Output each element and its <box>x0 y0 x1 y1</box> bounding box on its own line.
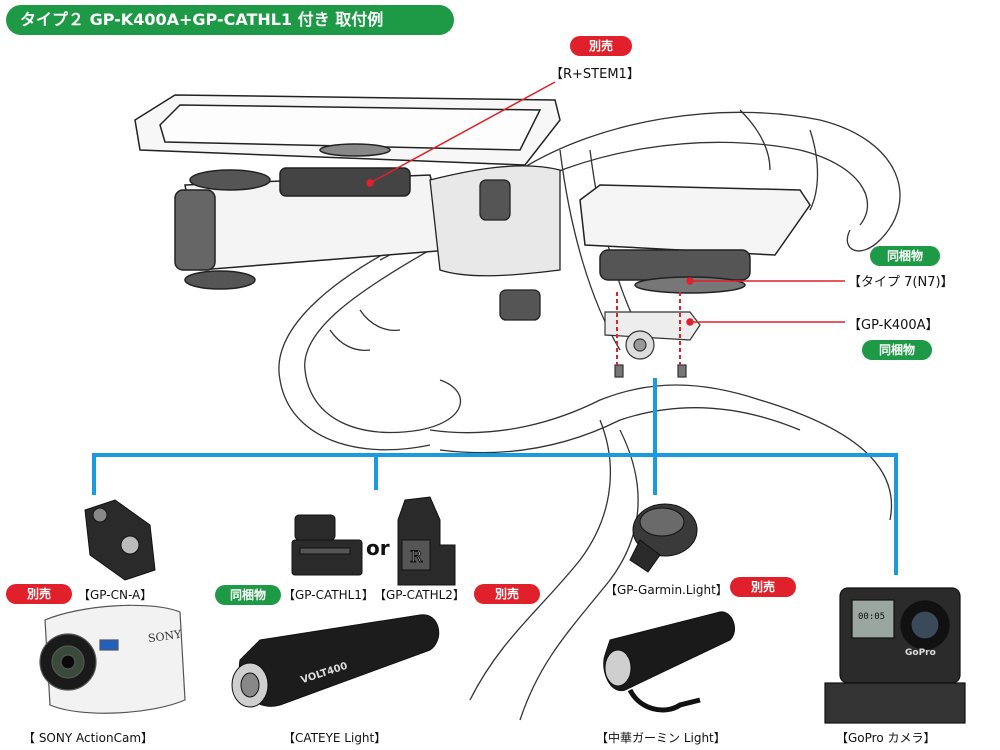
included-badge-k400a: 同梱物 <box>862 340 932 360</box>
cn-a-part <box>84 499 156 581</box>
separate-badge-cathl2: 別売 <box>474 584 540 604</box>
cathl1-part <box>291 514 363 576</box>
sony-actioncam <box>39 604 186 714</box>
bar-clamp-drawing <box>429 165 561 321</box>
stem-drawing <box>174 169 451 290</box>
separate-badge-stem: 別売 <box>570 36 632 56</box>
gopro-screen-text: 00:05 <box>858 612 886 622</box>
type7-label: 【タイプ 7(N7)】 <box>848 275 954 290</box>
k400a-label: 【GP-K400A】 <box>848 318 939 333</box>
separate-badge-garmin-light: 別売 <box>730 577 796 597</box>
included-badge-type7: 同梱物 <box>870 246 940 266</box>
chuka-light <box>603 611 735 713</box>
garmin-light-label: 【GP-Garmin.Light】 <box>605 583 728 597</box>
included-badge-cathl1: 同梱物 <box>215 585 281 605</box>
connector-tree <box>92 378 898 575</box>
leader-lines <box>366 81 845 326</box>
screw-guides <box>616 292 681 365</box>
sony-label: 【 SONY ActionCam】 <box>23 731 154 745</box>
gopro-camera <box>824 587 966 724</box>
cathl2-label: 【GP-CATHL2】 <box>374 588 465 602</box>
gopro-label: 【GoPro カメラ】 <box>836 731 936 745</box>
cathl1-label: 【GP-CATHL1】 <box>283 588 374 602</box>
svg-text:R: R <box>410 547 423 566</box>
cateye-light <box>231 614 440 708</box>
phone-drawing <box>134 94 561 197</box>
adapter-drawing <box>604 311 701 378</box>
page-title: タイプ２ GP-K400A+GP-CATHL1 付き 取付例 <box>6 5 454 35</box>
cateye-label: 【CATEYE Light】 <box>283 731 387 745</box>
chuka-label: 【中華ガーミン Light】 <box>596 731 726 745</box>
computer-drawing <box>579 184 811 294</box>
cathl2-part: R <box>397 496 456 586</box>
cn-a-label: 【GP-CN-A】 <box>78 588 153 602</box>
stem-label: 【R+STEM1】 <box>550 67 640 82</box>
garmin-light-part <box>629 503 698 573</box>
separate-badge-cn-a: 別売 <box>6 584 72 604</box>
handlebar-drawing <box>278 109 901 721</box>
gopro-brand-text: GoPro <box>905 648 936 658</box>
or-text: or <box>366 536 390 560</box>
